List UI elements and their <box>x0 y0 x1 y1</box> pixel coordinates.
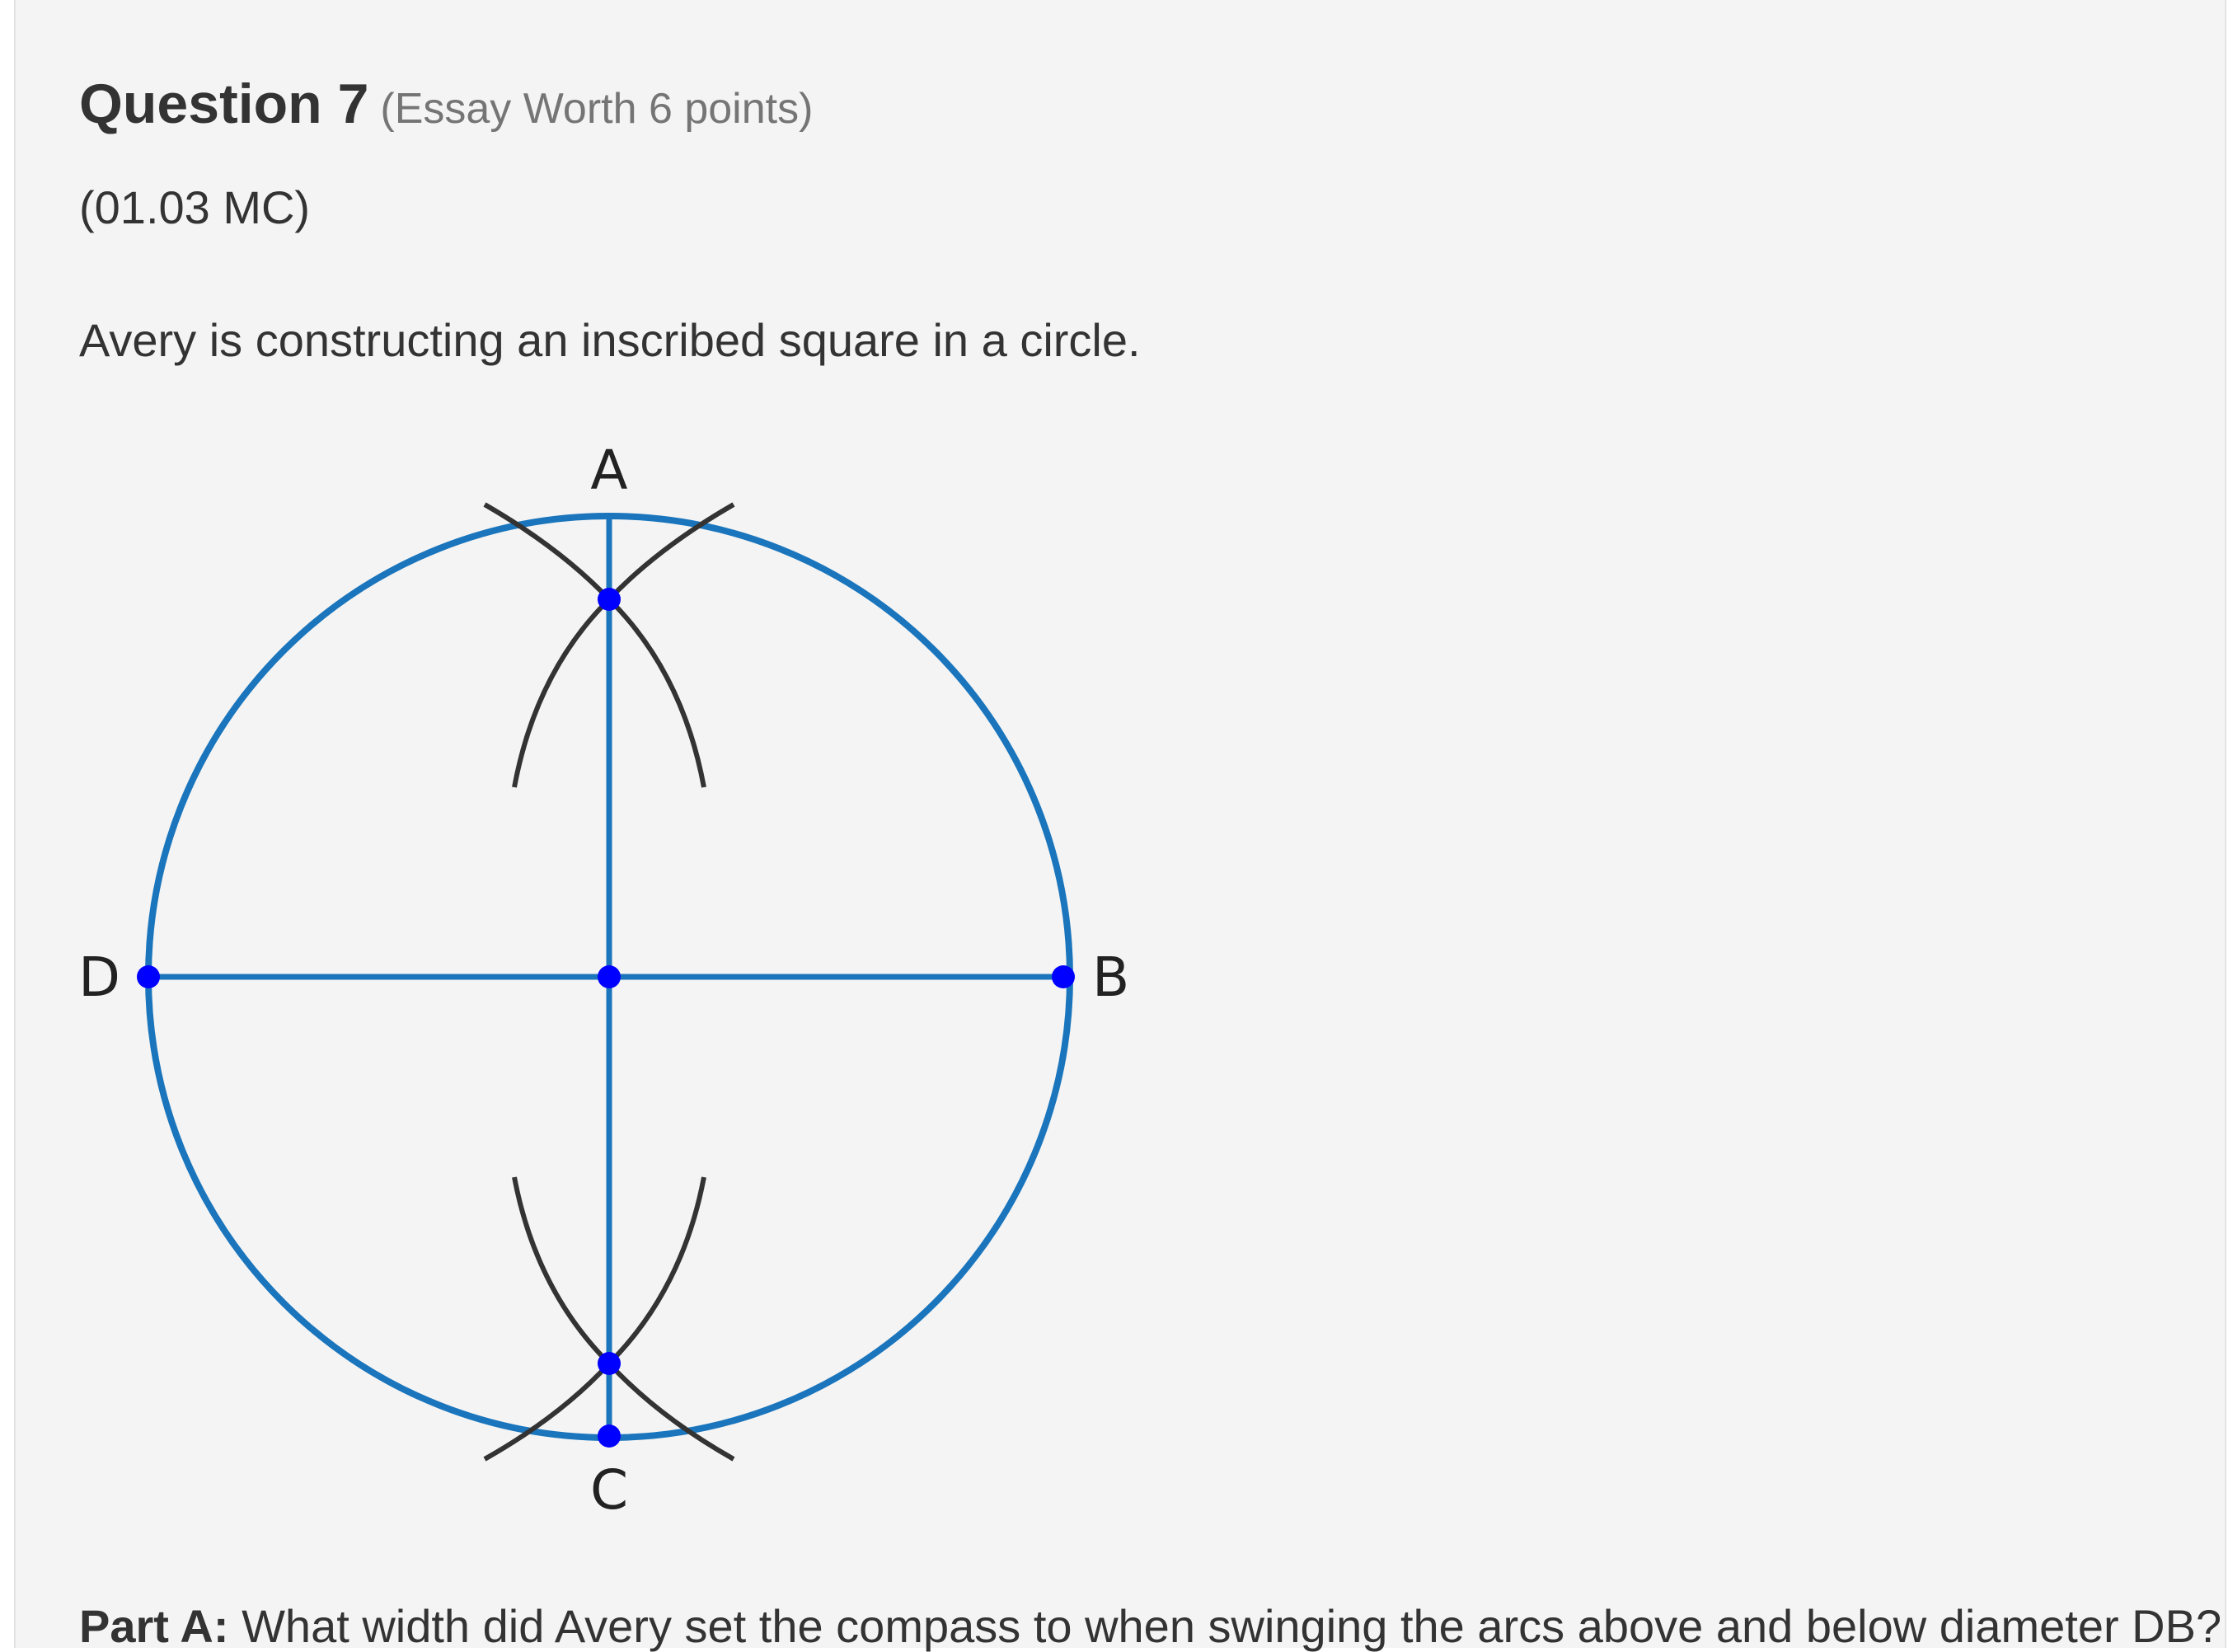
part-a-question: Part A: What width did Avery set the com… <box>79 1603 2221 1650</box>
question-panel <box>14 0 2226 1648</box>
question-title: Question 7 <box>79 73 369 135</box>
part-a-label: Part A: <box>79 1600 229 1652</box>
question-prompt: Avery is constructing an inscribed squar… <box>79 314 1141 366</box>
question-code: (01.03 MC) <box>79 181 311 233</box>
question-meta: (Essay Worth 6 points) <box>380 85 814 133</box>
question-header: Question 7(Essay Worth 6 points) <box>79 76 813 132</box>
part-a-text: What width did Avery set the compass to … <box>228 1600 2222 1652</box>
